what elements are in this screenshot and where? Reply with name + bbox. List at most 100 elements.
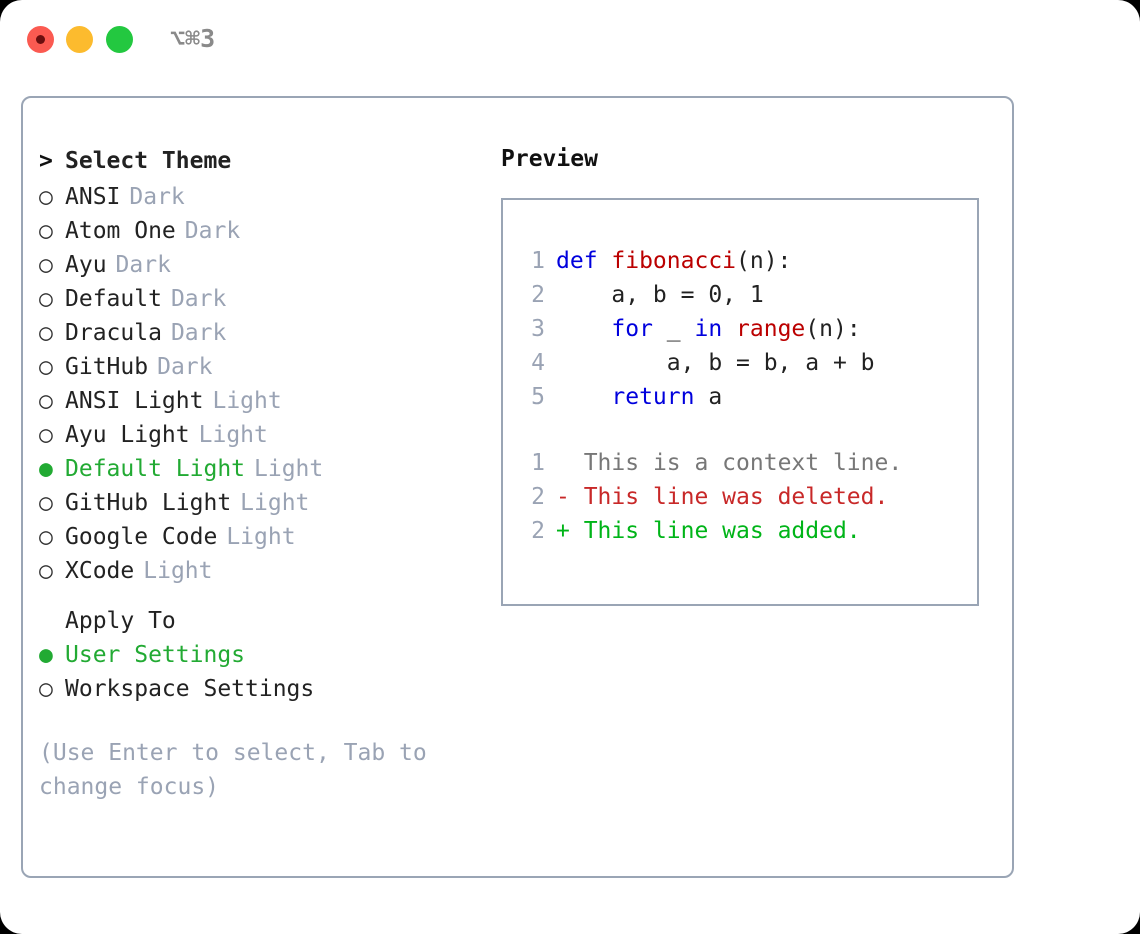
code-token-plain: (n): <box>805 316 861 342</box>
code-line-number: 4 <box>531 350 545 376</box>
diff-line-ctx: 1 This is a context line. <box>519 446 977 480</box>
code-line: 3 for _ in range(n): <box>519 312 977 346</box>
code-line-number: 2 <box>531 282 545 308</box>
theme-option-label: Ayu Light <box>65 422 190 448</box>
theme-option-dracula[interactable]: ○ Dracula Dark <box>39 316 479 350</box>
apply-to-options-list: ●User Settings ○ Workspace Settings <box>39 638 479 706</box>
theme-option-tag: Dark <box>170 320 227 346</box>
code-token-plain: (n): <box>736 248 792 274</box>
theme-option-github[interactable]: ○ GitHub Dark <box>39 350 479 384</box>
diff-line-add: 2+ This line was added. <box>519 514 977 548</box>
code-token-fn: fibonacci <box>611 248 737 274</box>
theme-option-tag: Light <box>212 388 282 414</box>
code-line-text: for _ in range(n): <box>556 312 861 346</box>
code-token-plain <box>556 316 611 342</box>
code-line-text: a, b = b, a + b <box>556 346 875 380</box>
theme-option-label: ANSI <box>65 184 121 210</box>
theme-option-label: Atom One <box>65 218 176 244</box>
code-line-text: return a <box>556 380 722 414</box>
radio-unselected-icon: ○ <box>39 320 53 346</box>
code-token-plain: a, b = 0, 1 <box>556 282 764 308</box>
code-token-kw: in <box>694 316 723 342</box>
theme-option-tag: Light <box>143 558 213 584</box>
diff-line-number: 2 <box>531 484 545 510</box>
code-token-plain: _ <box>652 316 695 342</box>
theme-option-ayu[interactable]: ○ Ayu Dark <box>39 248 479 282</box>
code-token-plain: a <box>694 384 723 410</box>
code-token-fn: range <box>736 316 806 342</box>
theme-option-label: XCode <box>65 558 135 584</box>
theme-option-tag: Light <box>254 456 324 482</box>
keyboard-shortcut-label: ⌥⌘3 <box>170 24 216 53</box>
prompt-caret-icon: > <box>39 148 53 174</box>
diff-marker: + <box>556 518 570 544</box>
radio-unselected-icon: ○ <box>39 388 53 414</box>
theme-option-tag: Dark <box>129 184 185 210</box>
theme-option-tag: Dark <box>157 354 213 380</box>
radio-unselected-icon: ○ <box>39 676 53 702</box>
code-line-text: a, b = 0, 1 <box>556 278 764 312</box>
close-button[interactable] <box>27 26 54 53</box>
code-token-kw: for <box>611 316 653 342</box>
apply-to-option-workspace-settings[interactable]: ○ Workspace Settings <box>39 672 479 706</box>
theme-option-tag: Light <box>240 490 310 516</box>
code-token-plain <box>556 384 611 410</box>
theme-option-label: GitHub Light <box>65 490 232 516</box>
theme-option-label: GitHub <box>65 354 149 380</box>
diff-line-number: 2 <box>531 518 545 544</box>
apply-to-option-label: Workspace Settings <box>65 676 315 702</box>
code-line-number: 1 <box>531 248 545 274</box>
code-diff-spacer <box>519 414 977 446</box>
theme-option-tag: Light <box>226 524 296 550</box>
code-line: 2 a, b = 0, 1 <box>519 278 977 312</box>
code-token-kw: def <box>556 248 612 274</box>
code-line-text: def fibonacci(n): <box>556 244 791 278</box>
theme-option-tag: Light <box>198 422 268 448</box>
diff-line-number: 1 <box>531 450 545 476</box>
code-token-plain <box>722 316 736 342</box>
list-spacer <box>39 588 479 604</box>
apply-to-option-user-settings[interactable]: ●User Settings <box>39 638 479 672</box>
code-token-kw: return <box>611 384 695 410</box>
code-token-plain: a, b = b, a + b <box>556 350 875 376</box>
diff-line-text: This line was deleted. <box>569 484 889 510</box>
code-line-number: 5 <box>531 384 545 410</box>
theme-option-tag: Dark <box>184 218 241 244</box>
radio-unselected-icon: ○ <box>39 490 53 516</box>
theme-option-tag: Dark <box>115 252 171 278</box>
theme-option-label: Ayu <box>65 252 107 278</box>
radio-selected-icon: ● <box>39 456 53 482</box>
code-line: 1 def fibonacci(n): <box>519 244 977 278</box>
theme-option-github-light[interactable]: ○ GitHub Light Light <box>39 486 479 520</box>
code-line-number: 3 <box>531 316 545 342</box>
keyboard-hint-text: (Use Enter to select, Tab to change focu… <box>39 740 427 800</box>
minimize-button[interactable] <box>66 26 93 53</box>
apply-to-title: Apply To <box>65 608 176 634</box>
diff-line-del: 2- This line was deleted. <box>519 480 977 514</box>
maximize-button[interactable] <box>106 26 133 53</box>
code-line: 4 a, b = b, a + b <box>519 346 977 380</box>
select-theme-header: > Select Theme <box>39 142 479 180</box>
diff-sample: 1 This is a context line.2- This line wa… <box>519 446 977 548</box>
theme-option-tag: Dark <box>170 286 227 312</box>
theme-option-label: Dracula <box>65 320 162 346</box>
apply-to-option-label: User Settings <box>65 642 246 668</box>
radio-unselected-icon: ○ <box>39 252 53 278</box>
theme-option-label: Google Code <box>65 524 218 550</box>
radio-unselected-icon: ○ <box>39 354 53 380</box>
